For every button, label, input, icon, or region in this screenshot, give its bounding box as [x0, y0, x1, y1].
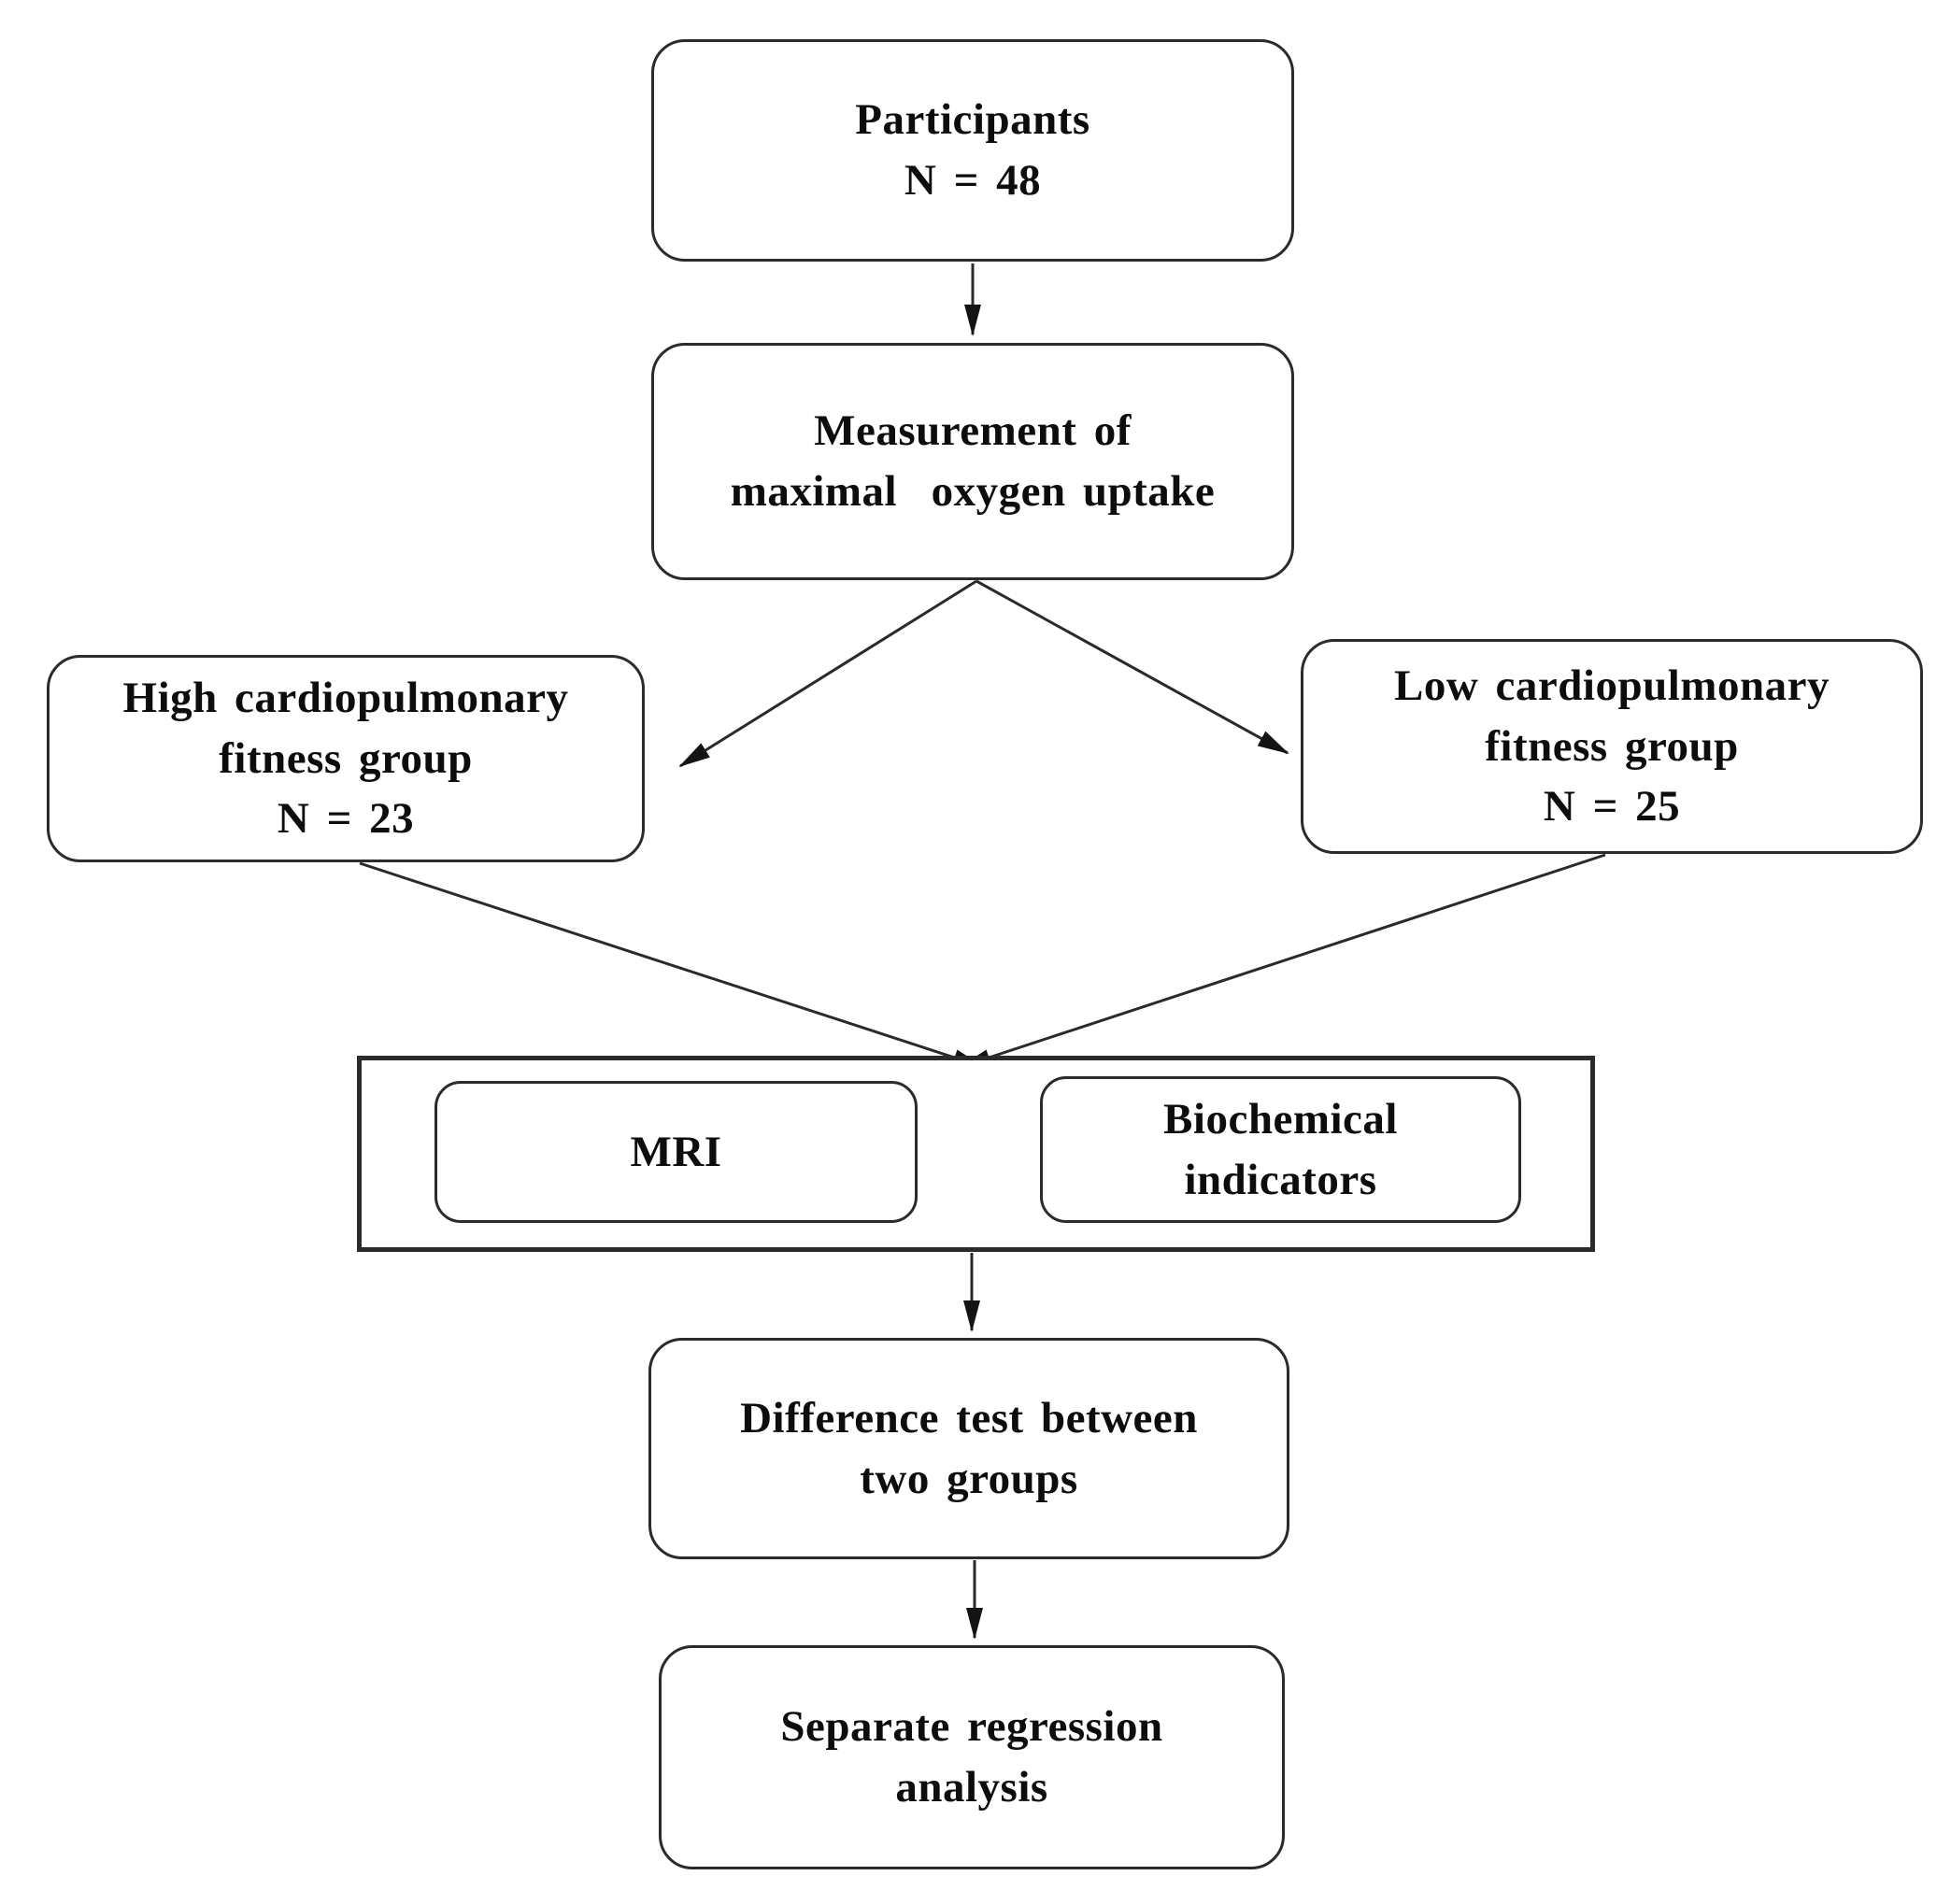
- node-mri-label: MRI: [630, 1127, 722, 1176]
- node-participants: Participants N = 48: [651, 39, 1294, 262]
- node-regression-label-line1: Separate regression: [780, 1702, 1163, 1752]
- node-difference-test: Difference test between two groups: [648, 1338, 1289, 1559]
- node-measurement: Measurement of maximal oxygen uptake: [651, 343, 1294, 580]
- node-high-fitness-label-line1: High cardiopulmonary: [122, 673, 569, 722]
- arrow-high-fitness-to-tests: [359, 861, 985, 1069]
- node-high-fitness-label-line2: fitness group: [219, 733, 473, 783]
- node-low-fitness-group: Low cardiopulmonary fitness group N = 25: [1301, 639, 1923, 854]
- node-high-fitness-count: N = 23: [277, 794, 415, 844]
- node-difference-label-line1: Difference test between: [740, 1393, 1198, 1442]
- node-difference-label-line2: two groups: [860, 1454, 1078, 1503]
- node-high-fitness-group: High cardiopulmonary fitness group N = 2…: [47, 655, 645, 862]
- node-low-fitness-count: N = 25: [1543, 782, 1681, 831]
- arrow-measurement-to-low-fitness: [976, 579, 1289, 755]
- node-biochemical-label-line2: indicators: [1184, 1155, 1377, 1204]
- node-mri: MRI: [434, 1081, 918, 1223]
- node-regression-label-line2: analysis: [895, 1763, 1048, 1812]
- node-regression-analysis: Separate regression analysis: [659, 1645, 1285, 1869]
- node-measurement-label-line2: maximal oxygen uptake: [730, 467, 1216, 516]
- node-low-fitness-label-line2: fitness group: [1485, 721, 1739, 771]
- arrow-measurement-to-high-fitness: [678, 579, 977, 768]
- node-low-fitness-label-line1: Low cardiopulmonary: [1394, 661, 1830, 710]
- node-biochemical-label-line1: Biochemical: [1163, 1094, 1398, 1144]
- node-participants-count: N = 48: [904, 156, 1042, 205]
- node-measurement-label-line1: Measurement of: [814, 406, 1132, 456]
- arrow-low-fitness-to-tests: [959, 853, 1606, 1069]
- node-biochemical-indicators: Biochemical indicators: [1040, 1076, 1521, 1223]
- node-participants-label: Participants: [855, 95, 1090, 145]
